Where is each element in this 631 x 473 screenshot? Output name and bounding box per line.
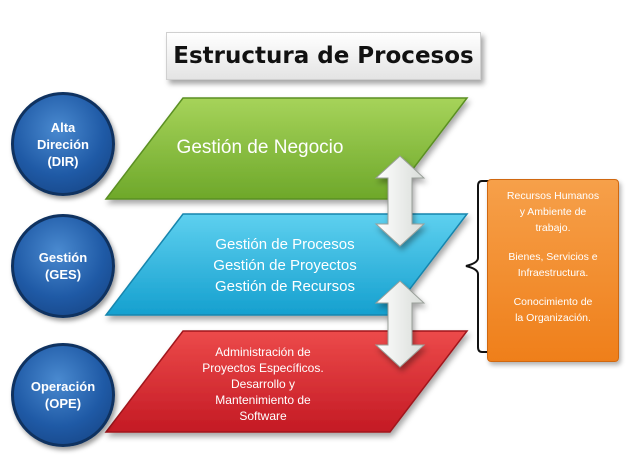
double-arrow-icon: [374, 155, 426, 247]
band-business-text: Gestión de Negocio: [176, 137, 344, 158]
band-operation: [104, 330, 469, 433]
bracket-icon: [465, 180, 490, 353]
double-arrow-icon: [374, 280, 426, 368]
band-operation-text: Administración de Proyectos Específicos.…: [202, 345, 324, 423]
resource-human: Recursos Humanos y Ambiente de trabajo.: [506, 190, 600, 234]
level-circle-dir: Alta Direción (DIR): [11, 92, 115, 196]
resources-box: Recursos Humanos y Ambiente de trabajo. …: [487, 179, 619, 362]
level-circle-ges: Gestión (GES): [11, 214, 115, 318]
resource-assets: Bienes, Servicios e Infraestructura.: [508, 251, 598, 279]
band-management-text: Gestión de Procesos Gestión de Proyectos…: [213, 236, 357, 295]
level-circle-ope: Operación (OPE): [11, 343, 115, 447]
resource-knowledge: Conocimiento de la Organización.: [513, 296, 593, 324]
diagram-title: Estructura de Procesos: [166, 32, 481, 80]
